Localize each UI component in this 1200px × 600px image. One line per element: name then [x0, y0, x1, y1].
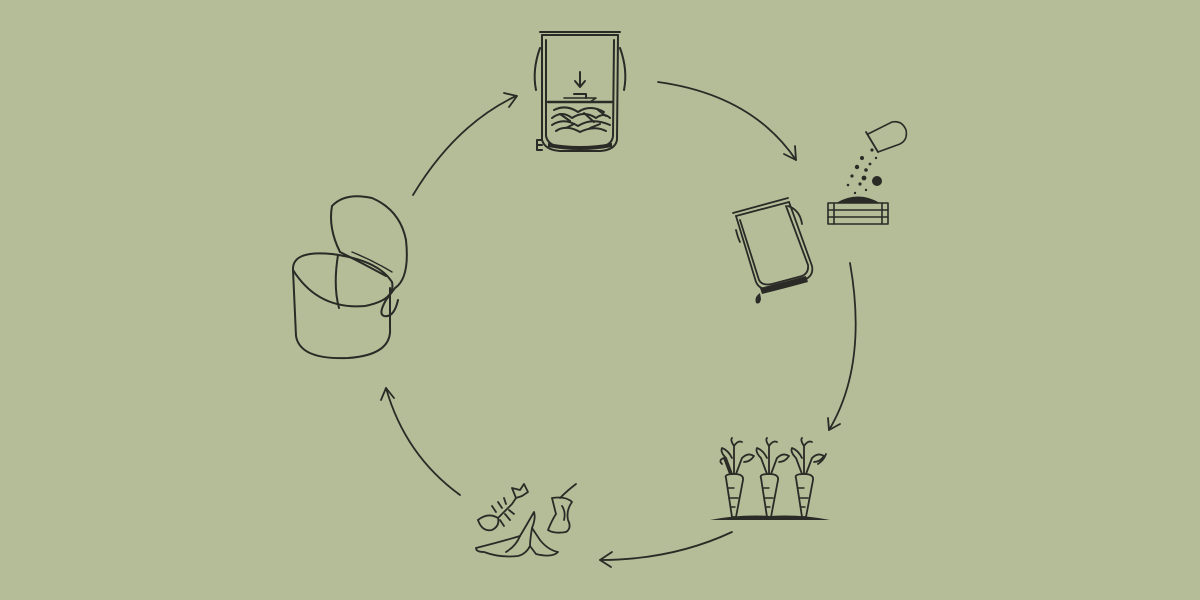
soil-line — [710, 515, 830, 520]
arrow-drain-to-carrots — [827, 262, 857, 431]
arrow-carrots-to-scraps — [599, 531, 733, 568]
carrots-growing-icon — [710, 437, 830, 520]
banana-peel-icon — [475, 511, 559, 558]
apple-core-icon — [547, 483, 577, 534]
fish-bone-icon — [477, 483, 529, 532]
cycle-arrows — [380, 81, 857, 568]
food-scraps-icon — [475, 483, 577, 558]
draining-bucket-icon — [732, 197, 814, 304]
arrow-bin-to-bucket — [412, 92, 518, 196]
arrow-scraps-to-bin — [380, 387, 461, 496]
fermenting-bucket-icon — [533, 31, 627, 152]
compost-box-icon — [827, 120, 908, 225]
draining-bucket-and-compost-icon — [732, 120, 908, 304]
open-kitchen-bin-icon — [291, 195, 408, 360]
arrow-bucket-to-drain — [657, 81, 797, 161]
